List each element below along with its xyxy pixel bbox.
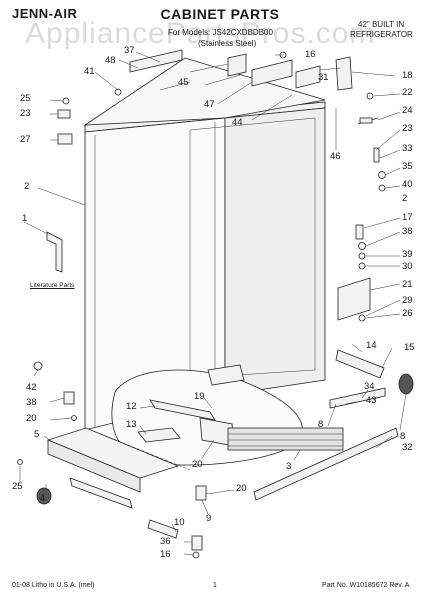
callout-8-right: 8	[400, 431, 406, 442]
leader-lines	[19, 51, 407, 556]
footer-part-number: Part No. W10185672 Rev. A	[322, 582, 410, 589]
callout-21: 21	[402, 279, 413, 290]
callout-35: 35	[402, 161, 413, 172]
callout-16-top: 16	[305, 49, 316, 60]
callout-45: 45	[178, 77, 189, 88]
page-title: CABINET PARTS	[160, 6, 280, 22]
callout-13: 13	[126, 419, 137, 430]
callout-43: 43	[366, 395, 377, 406]
callout-25-top: 25	[20, 93, 31, 104]
cabinet-body	[83, 57, 326, 431]
callout-5: 5	[34, 429, 40, 440]
callout-24: 24	[402, 105, 413, 116]
callout-31: 31	[318, 72, 329, 83]
callout-26: 26	[402, 308, 413, 319]
callout-42: 42	[26, 382, 37, 393]
callout-23-right: 23	[402, 123, 413, 134]
callout-3: 3	[286, 461, 292, 472]
callout-38-right: 38	[402, 226, 413, 237]
callout-48: 48	[105, 55, 116, 66]
callout-39: 39	[402, 249, 413, 260]
callout-22: 22	[402, 87, 413, 98]
callout-20-bottom: 20	[236, 483, 247, 494]
left-hardware	[33, 97, 77, 421]
callout-29: 29	[402, 295, 413, 306]
callout-18: 18	[402, 70, 413, 81]
callout-40: 40	[402, 179, 413, 190]
callout-2-right: 2	[402, 193, 408, 204]
callout-25-bottom: 25	[12, 481, 23, 492]
callout-1: 1	[22, 213, 28, 224]
callout-34: 34	[364, 381, 375, 392]
callout-23-left: 23	[20, 108, 31, 119]
callout-16-bottom: 16	[160, 549, 171, 560]
callout-4: 4	[40, 493, 46, 504]
callout-2-left: 2	[24, 181, 30, 192]
watermark: AppliancePartsPros.com	[25, 17, 376, 50]
callout-27: 27	[20, 134, 31, 145]
callout-38-left: 38	[26, 397, 37, 408]
callout-8-mid: 8	[318, 419, 324, 430]
callout-19: 19	[194, 391, 205, 402]
callout-12: 12	[126, 401, 137, 412]
callout-17: 17	[402, 212, 413, 223]
callout-9: 9	[206, 513, 212, 524]
callout-30: 30	[402, 261, 413, 272]
callout-33: 33	[402, 143, 413, 154]
top-brackets	[114, 49, 353, 96]
callout-14: 14	[366, 340, 377, 351]
callout-41: 41	[84, 66, 95, 77]
callout-36: 36	[160, 536, 171, 547]
callout-10: 10	[174, 517, 185, 528]
callout-15: 15	[404, 342, 415, 353]
callout-46: 46	[330, 151, 341, 162]
brand-logo-text: JENN-AIR	[12, 6, 78, 21]
callout-44: 44	[232, 117, 243, 128]
callout-20-left: 20	[26, 413, 37, 424]
product-line-2: REFRIGERATOR	[350, 30, 413, 39]
finish-line: (Stainless Steel)	[198, 39, 257, 48]
product-line-1: 42" BUILT IN	[358, 20, 405, 29]
footer-page-number: 1	[213, 582, 217, 589]
callout-37: 37	[124, 45, 135, 56]
base-assembly	[17, 364, 344, 559]
callout-32: 32	[402, 442, 413, 453]
right-hardware	[253, 92, 414, 501]
literature-parts-label: Literature Parts	[30, 282, 75, 289]
callout-47: 47	[204, 99, 215, 110]
footer-litho: 01-08 Litho in U.S.A. (mel)	[12, 582, 95, 589]
callout-20-mid: 20	[192, 459, 203, 470]
model-line: For Models: JS42CXDBDB00	[168, 28, 273, 37]
